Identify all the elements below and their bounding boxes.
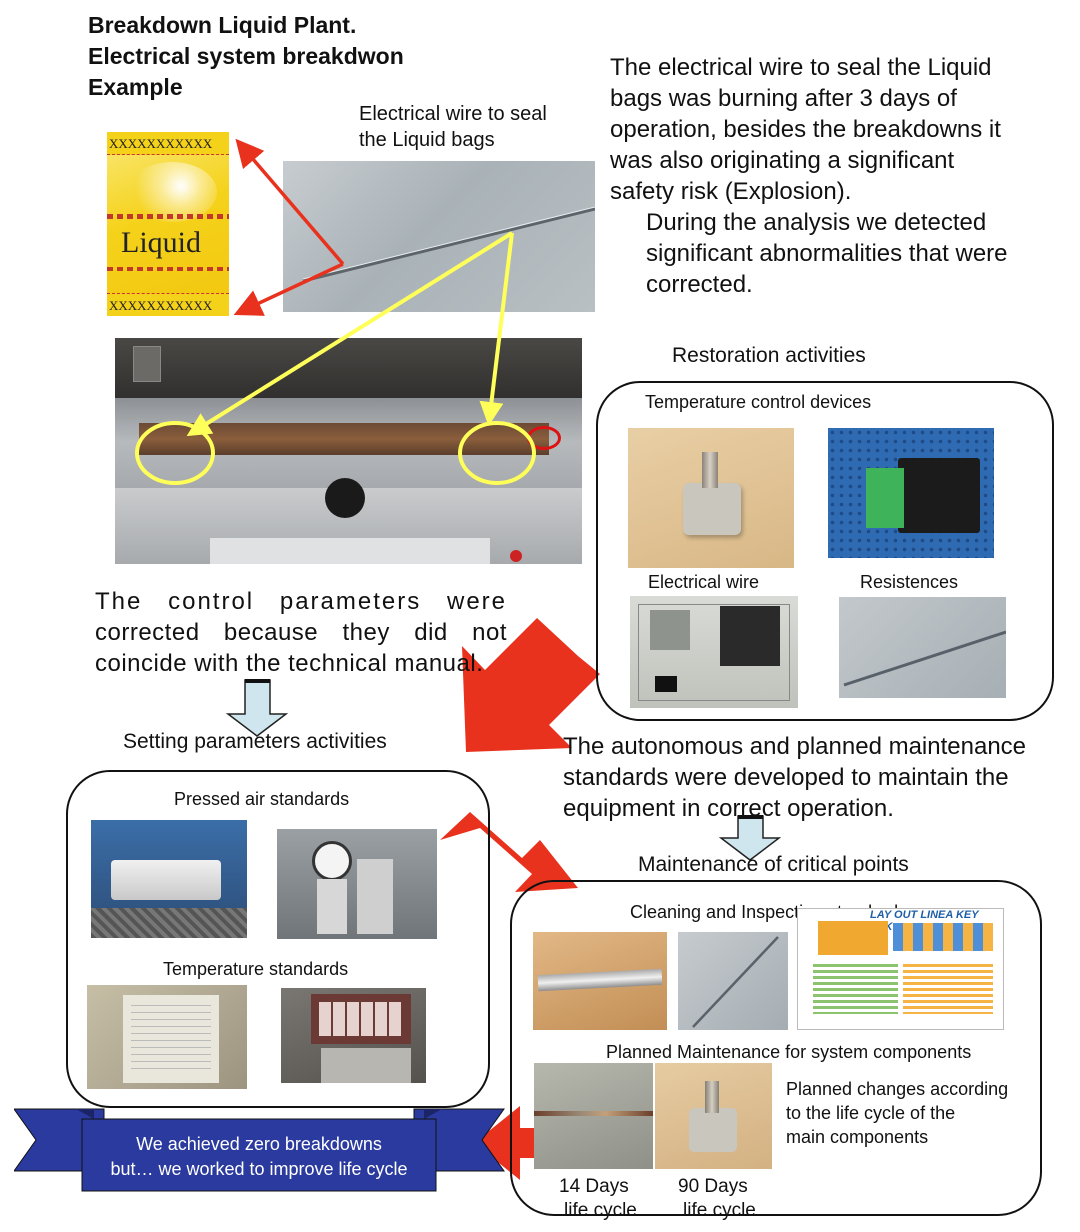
analysis-line-1: During the analysis we detected: [646, 209, 987, 236]
bag-top-text: XXXXXXXXXXX: [109, 136, 213, 151]
planned-maintenance-label: Planned Maintenance for system component…: [606, 1042, 972, 1062]
title-line-1: Breakdown Liquid Plant.: [88, 12, 357, 38]
desc-line-4: was also originating a significant: [610, 147, 955, 174]
analysis-description: During the analysis we detected signific…: [646, 207, 1008, 300]
machine-photo: [115, 338, 582, 564]
wire-caption: Electrical wire to seal the Liquid bags: [359, 101, 547, 153]
note-line-3: main components: [786, 1127, 929, 1147]
electrical-panel-photo: [630, 596, 798, 708]
cycle-14-days-value: 14 Days: [559, 1176, 629, 1197]
wire-caption-line-2: the Liquid bags: [359, 129, 495, 151]
control-line-3: coincide with the technical manual.: [95, 650, 484, 677]
electrical-wire-label: Electrical wire: [648, 572, 760, 592]
desc-line-3: operation, besides the breakdowns it: [610, 116, 1001, 143]
controller-photo: [828, 428, 994, 558]
temperature-doc-photo: [87, 985, 247, 1089]
problem-description: The electrical wire to seal the Liquid b…: [610, 52, 1001, 207]
potentiometer-photo: [628, 428, 794, 568]
resistences-label: Resistences: [860, 572, 959, 592]
bag-bottom-text: XXXXXXXXXXX: [109, 298, 213, 313]
cleaning-rod-photo: [533, 932, 667, 1030]
14-day-wire-photo: [534, 1063, 653, 1169]
page-title: Breakdown Liquid Plant. Electrical syste…: [88, 10, 404, 103]
restoration-box: [596, 381, 1054, 721]
restoration-title: Restoration activities: [672, 344, 866, 367]
standards-line-3: equipment in correct operation.: [563, 795, 894, 822]
air-regulator-photo: [277, 829, 437, 939]
wire-line: [302, 206, 595, 283]
maintenance-box: [510, 880, 1042, 1216]
pressed-air-cylinder-photo: [91, 820, 247, 938]
cycle-14-days-label: life cycle: [564, 1200, 637, 1221]
cycle-90-days-label: life cycle: [683, 1200, 756, 1221]
cycle-90-days-value: 90 Days: [678, 1176, 748, 1197]
banner-text: We achieved zero breakdowns but… we work…: [82, 1132, 436, 1182]
zero-breakdowns-banner: [14, 1108, 505, 1192]
pressed-air-label: Pressed air standards: [174, 789, 350, 809]
restoration-subtitle: Temperature control devices: [645, 392, 872, 412]
temperature-standards-label: Temperature standards: [163, 959, 349, 979]
resistence-photo: [839, 597, 1006, 698]
90-day-potentiometer-photo: [655, 1063, 772, 1169]
control-line-1: The control parameters were: [95, 588, 507, 615]
maintenance-title: Maintenance of critical points: [638, 853, 909, 876]
bag-label: Liquid: [121, 226, 201, 259]
layout-chart-photo: LAY OUT LINEA KEY PAK: [797, 908, 1004, 1030]
liquid-bag-image: XXXXXXXXXXX Liquid XXXXXXXXXXX: [107, 132, 229, 316]
desc-line-2: bags was burning after 3 days of: [610, 85, 957, 112]
analysis-line-2: significant abnormalities that were: [646, 240, 1008, 267]
control-parameters-text: The control parameters were corrected be…: [95, 586, 507, 679]
down-arrow-control: [225, 679, 289, 737]
cleaning-wire-photo: [678, 932, 788, 1030]
standards-text: The autonomous and planned maintenance s…: [563, 731, 1026, 824]
banner-line-1: We achieved zero breakdowns: [136, 1134, 382, 1154]
temperature-controller-photo: [281, 988, 426, 1083]
standards-line-2: standards were developed to maintain the: [563, 764, 1009, 791]
cycle-14-days: 14 Days life cycle: [559, 1175, 637, 1223]
desc-line-1: The electrical wire to seal the Liquid: [610, 54, 992, 81]
banner-line-2: but… we worked to improve life cycle: [110, 1159, 408, 1179]
cycle-90-days: 90 Days life cycle: [678, 1175, 756, 1223]
control-line-2: corrected because they did not: [95, 619, 507, 646]
wire-photo: [283, 161, 595, 312]
standards-line-1: The autonomous and planned maintenance: [563, 733, 1027, 760]
desc-line-5: safety risk (Explosion).: [610, 178, 852, 205]
title-line-3: Example: [88, 74, 183, 100]
setting-box: [66, 770, 490, 1108]
wire-caption-line-1: Electrical wire to seal: [359, 103, 547, 125]
planned-changes-note: Planned changes according to the life cy…: [786, 1077, 1008, 1149]
note-line-1: Planned changes according: [786, 1079, 1009, 1099]
title-line-2: Electrical system breakdwon: [88, 43, 404, 69]
setting-title: Setting parameters activities: [123, 730, 387, 753]
analysis-line-3: corrected.: [646, 271, 753, 298]
note-line-2: to the life cycle of the: [786, 1103, 956, 1123]
